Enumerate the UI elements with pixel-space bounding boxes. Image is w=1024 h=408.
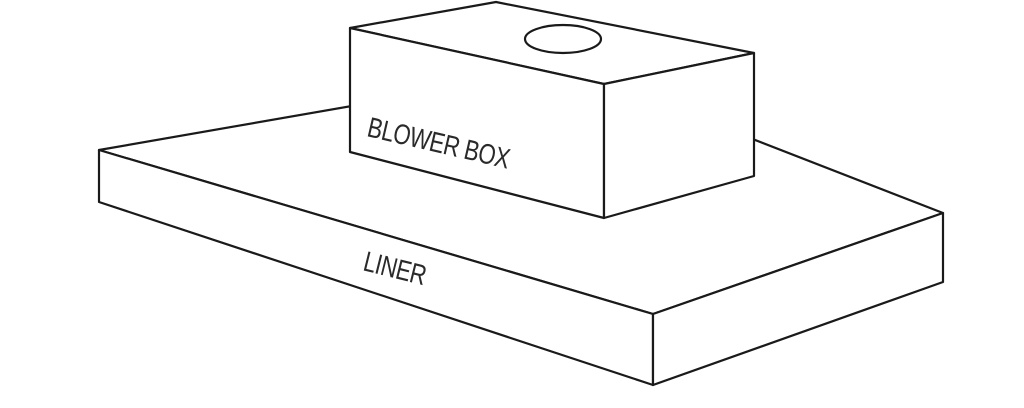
blower-box xyxy=(348,0,756,220)
duct-opening xyxy=(523,23,603,55)
blower-box-right-face xyxy=(602,51,756,220)
liner-right-face xyxy=(651,211,945,387)
